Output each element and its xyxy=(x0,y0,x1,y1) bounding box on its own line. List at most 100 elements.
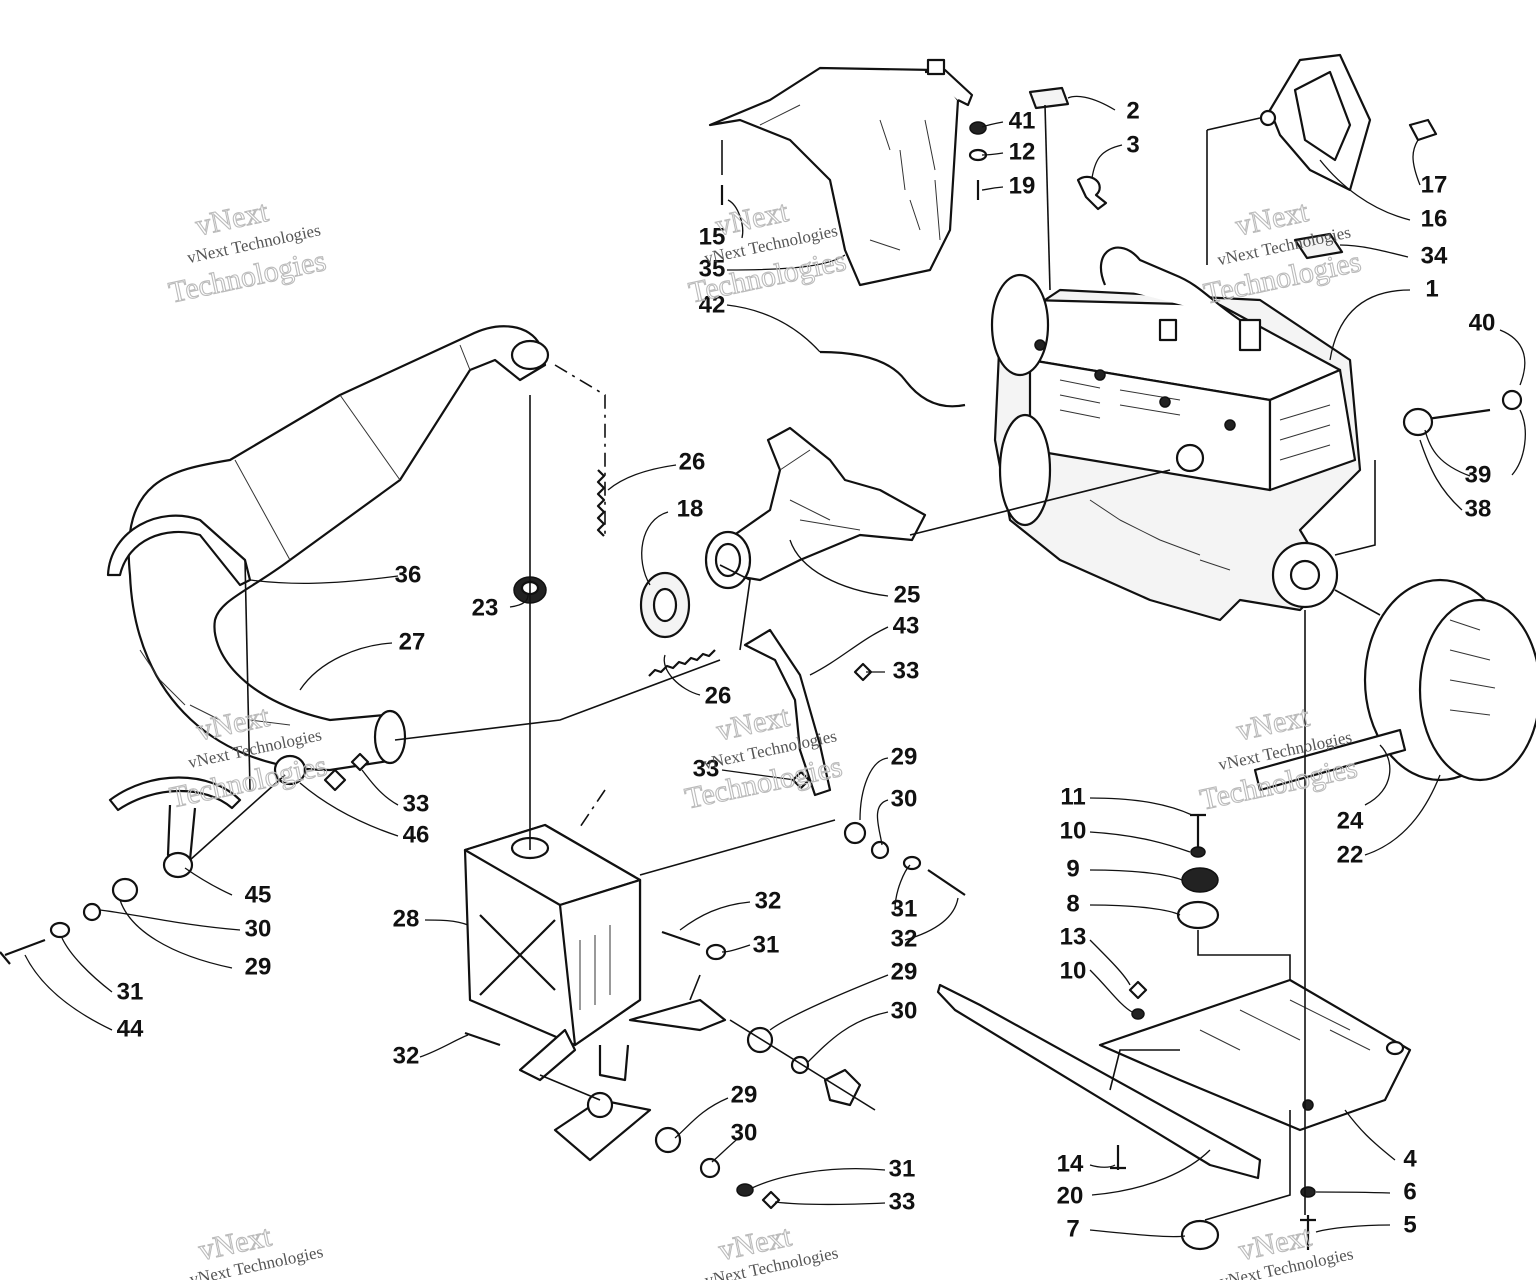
callout-c34: 34 xyxy=(1421,242,1448,269)
callout-c29a: 29 xyxy=(245,953,272,980)
callout-c28: 28 xyxy=(393,905,420,932)
nut-13-part xyxy=(1128,980,1148,1000)
bolt-14-part xyxy=(1110,1145,1126,1170)
callout-c15: 15 xyxy=(699,223,726,250)
callout-c17: 17 xyxy=(1421,171,1448,198)
callout-c43: 43 xyxy=(893,612,920,639)
callout-c45: 45 xyxy=(245,881,272,908)
callout-c8: 8 xyxy=(1066,890,1079,917)
callout-c41: 41 xyxy=(1009,107,1036,134)
callout-c33b: 33 xyxy=(893,657,920,684)
engine-rail-part xyxy=(936,983,1262,1180)
callout-c32a: 32 xyxy=(755,887,782,914)
callout-c31b: 31 xyxy=(891,895,918,922)
watermark-bottom-right: vNext vNext Technologies xyxy=(1218,1219,1355,1280)
callout-c18: 18 xyxy=(677,495,704,522)
callout-c11: 11 xyxy=(1060,783,1085,810)
callout-c30c: 30 xyxy=(891,997,918,1024)
callout-c22: 22 xyxy=(1337,841,1364,868)
engine-bracket-part xyxy=(1259,53,1438,192)
watermark-mid-right: vNext vNext Technologies Technologies xyxy=(1197,699,1361,817)
bolt-44-part xyxy=(0,938,46,965)
exhaust-pipe-part xyxy=(106,325,550,772)
callout-c30a: 30 xyxy=(245,915,272,942)
exhaust-bracket-part xyxy=(743,628,832,797)
callout-c31d: 31 xyxy=(889,1155,916,1182)
callout-c25: 25 xyxy=(894,581,921,608)
leader-lines xyxy=(24,95,1526,1238)
callout-c16: 16 xyxy=(1421,205,1448,232)
callout-c5: 5 xyxy=(1403,1211,1416,1238)
washer-31-part xyxy=(49,921,71,939)
callout-c10b: 10 xyxy=(1060,957,1087,984)
callout-c19: 19 xyxy=(1009,172,1036,199)
callout-c38: 38 xyxy=(1465,495,1492,522)
callout-c20: 20 xyxy=(1057,1182,1084,1209)
callout-c44: 44 xyxy=(117,1015,144,1042)
callout-c10a: 10 xyxy=(1060,817,1087,844)
clamp-part xyxy=(1076,175,1108,211)
callout-c7: 7 xyxy=(1066,1215,1079,1242)
engine-part xyxy=(990,246,1362,622)
callout-c42: 42 xyxy=(699,291,726,318)
washer-6-part xyxy=(1300,1186,1316,1198)
callout-c30d: 30 xyxy=(731,1119,758,1146)
decal-part xyxy=(1028,86,1070,110)
callout-c40: 40 xyxy=(1469,309,1496,336)
callout-labels: 1234567891010111213141516171819202223242… xyxy=(117,97,1496,1242)
callout-c32b: 32 xyxy=(891,925,918,952)
mount-8-part xyxy=(1176,900,1220,930)
callout-c36: 36 xyxy=(395,561,422,588)
callout-c29c: 29 xyxy=(891,958,918,985)
callout-c32c: 32 xyxy=(393,1042,420,1069)
callout-c46: 46 xyxy=(403,821,430,848)
callout-c33d: 33 xyxy=(889,1188,916,1215)
callout-c13: 13 xyxy=(1060,923,1087,950)
callout-c1: 1 xyxy=(1425,275,1438,302)
bushing-29-part xyxy=(111,877,139,903)
watermark-mid-center: vNext vNext Technologies Technologies xyxy=(682,699,846,816)
washer-10a-part xyxy=(1190,846,1206,858)
callout-c26a: 26 xyxy=(679,448,706,475)
mount-7-part xyxy=(1180,1219,1220,1251)
bolt-5-part xyxy=(1300,1215,1316,1250)
callout-c3: 3 xyxy=(1126,131,1139,158)
callout-c29d: 29 xyxy=(731,1081,758,1108)
spring-26a-part xyxy=(596,469,606,537)
watermark-top-right: vNext vNext Technologies Technologies xyxy=(1200,194,1364,311)
callout-c30b: 30 xyxy=(891,785,918,812)
exhaust-shield-part xyxy=(708,58,974,287)
callout-c4: 4 xyxy=(1403,1145,1417,1172)
exhaust-hanger-part xyxy=(108,776,242,879)
callout-c23: 23 xyxy=(472,594,499,621)
callout-c35: 35 xyxy=(699,255,726,282)
callout-c6: 6 xyxy=(1403,1178,1416,1205)
watermark-top-left: vNext vNext Technologies Technologies xyxy=(165,194,329,310)
callout-c31a: 31 xyxy=(117,978,144,1005)
callout-c12: 12 xyxy=(1009,138,1036,165)
spring-26b-part xyxy=(648,649,716,677)
mount-9-part xyxy=(1181,867,1219,893)
spacer-30-part xyxy=(82,902,102,922)
callout-c33c: 33 xyxy=(693,755,720,782)
callout-c29b: 29 xyxy=(891,743,918,770)
washer-10b-part xyxy=(1131,1008,1145,1020)
callout-c14: 14 xyxy=(1057,1150,1084,1177)
callout-c39: 39 xyxy=(1465,461,1492,488)
callout-c33a: 33 xyxy=(403,790,430,817)
resonator-box-part xyxy=(463,823,642,1082)
callout-c31c: 31 xyxy=(753,931,780,958)
watermark-bottom-center: vNext vNext Technologies xyxy=(703,1219,840,1280)
bolt-11-part xyxy=(1190,813,1206,850)
callout-c2: 2 xyxy=(1126,97,1139,124)
callout-c26b: 26 xyxy=(705,682,732,709)
axis-lines xyxy=(189,104,1381,1221)
watermark-bottom-left: vNext vNext Technologies xyxy=(188,1219,325,1280)
decal-34-part xyxy=(1293,232,1344,260)
callout-c27: 27 xyxy=(399,628,426,655)
exhaust-manifold-part xyxy=(704,426,927,590)
callout-c24: 24 xyxy=(1337,807,1364,834)
drive-belt-24-part xyxy=(1253,728,1407,792)
callout-c9: 9 xyxy=(1066,855,1079,882)
